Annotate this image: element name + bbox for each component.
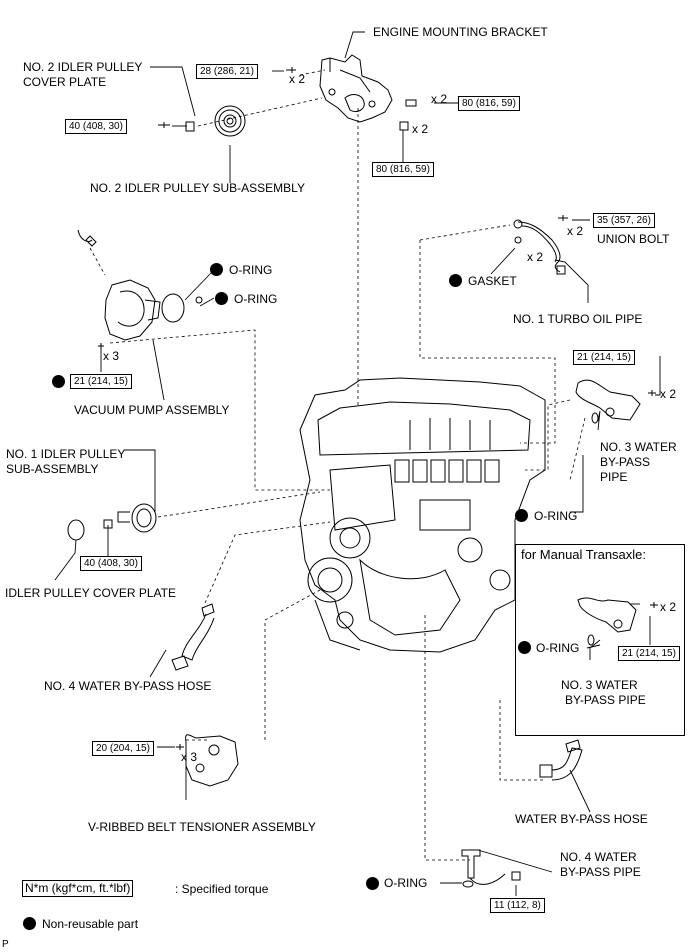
- mult-water-bypass-pipe-3: x 2: [660, 387, 677, 401]
- torque-water-bypass-pipe-3: 21 (214, 15): [573, 350, 635, 365]
- torque-idler-pulley-2: 40 (408, 30): [65, 119, 127, 134]
- mult-tensioner: x 3: [181, 750, 198, 764]
- non-reusable-icon: [52, 375, 65, 388]
- label-idler-pulley-sub-assembly-1-line1: NO. 1 IDLER PULLEY: [6, 447, 126, 461]
- label-engine-mounting-bracket: ENGINE MOUNTING BRACKET: [373, 25, 548, 39]
- non-reusable-icon: [210, 263, 223, 276]
- label-idler-pulley-sub-assembly-2: NO. 2 IDLER PULLEY SUB-ASSEMBLY: [90, 181, 305, 195]
- torque-union-bolt: 35 (357, 26): [593, 213, 655, 228]
- engine-mounting-bracket: [319, 54, 393, 123]
- corner-mark: P: [2, 939, 9, 950]
- water-bypass-pipe-4: [461, 849, 521, 888]
- leader-lines: [54, 31, 661, 896]
- label-idler-pulley-cover-plate-2-line1: NO. 2 IDLER PULLEY: [23, 60, 143, 74]
- turbo-oil-pipe: [513, 215, 568, 275]
- guide-lines: [89, 69, 586, 861]
- label-o-ring-3: O-RING: [534, 509, 578, 523]
- non-reusable-icon: [366, 877, 379, 890]
- mult-bracket-left: x 2: [289, 72, 306, 86]
- label-gasket: GASKET: [468, 274, 517, 288]
- label-mt-water-bypass-pipe-3-line1: NO. 3 WATER: [561, 678, 638, 692]
- torque-bracket-bottom: 80 (816, 59): [372, 162, 434, 177]
- label-o-ring-2: O-RING: [234, 292, 278, 306]
- label-idler-pulley-cover-plate-2-line2: COVER PLATE: [23, 75, 107, 89]
- legend-torque-box: N*m (kgf*cm, ft.*lbf): [22, 880, 134, 897]
- torque-bracket-left: 28 (286, 21): [196, 64, 258, 79]
- label-idler-pulley-sub-assembly-1-line2: SUB-ASSEMBLY: [6, 462, 99, 476]
- torque-tensioner: 20 (204, 15): [92, 741, 154, 756]
- label-union-bolt: UNION BOLT: [597, 232, 670, 246]
- non-reusable-icon: [515, 509, 528, 522]
- non-reusable-icon: [215, 292, 228, 305]
- water-bypass-hose-4: [171, 603, 215, 671]
- mt-water-bypass-pipe-3: [577, 597, 658, 646]
- legend-non-reusable-text: Non-reusable part: [42, 917, 139, 931]
- label-water-bypass-pipe-3-line1: NO. 3 WATER: [600, 440, 677, 454]
- water-bypass-hose: [539, 739, 583, 781]
- torque-idler-pulley-1: 40 (408, 30): [80, 556, 142, 571]
- torque-water-bypass-pipe-4: 11 (112, 8): [490, 898, 545, 913]
- torque-vacuum-pump: 21 (214, 15): [70, 374, 132, 389]
- torque-mt-water-bypass-pipe-3: 21 (214, 15): [618, 646, 680, 661]
- legend-torque-text: : Specified torque: [175, 882, 269, 896]
- idler-pulley-2: [158, 105, 246, 137]
- v-ribbed-belt-tensioner: [176, 734, 239, 787]
- label-vacuum-pump-assembly: VACUUM PUMP ASSEMBLY: [74, 403, 230, 417]
- label-water-bypass-pipe-3-line3: PIPE: [600, 470, 628, 484]
- mult-bracket-bottom: x 2: [412, 122, 429, 136]
- mult-gasket: x 2: [527, 250, 544, 264]
- label-o-ring-4: O-RING: [384, 876, 428, 890]
- label-water-bypass-pipe-3-line2: BY-PASS: [600, 455, 651, 469]
- label-idler-pulley-cover-plate: IDLER PULLEY COVER PLATE: [5, 586, 176, 600]
- engine-block: [299, 377, 546, 653]
- label-o-ring-mt: O-RING: [536, 641, 580, 655]
- water-bypass-pipe-3: [575, 379, 656, 424]
- label-water-bypass-hose-4: NO. 4 WATER BY-PASS HOSE: [44, 679, 212, 693]
- label-o-ring-1: O-RING: [229, 263, 273, 277]
- mult-vacuum-pump: x 3: [103, 349, 120, 363]
- mult-union-bolt: x 2: [567, 224, 584, 238]
- label-mt-water-bypass-pipe-3-line2: BY-PASS PIPE: [565, 693, 646, 707]
- mult-bracket-right: x 2: [431, 92, 448, 106]
- label-manual-transaxle-title: for Manual Transaxle:: [521, 547, 647, 562]
- bracket-bolts: [286, 67, 417, 131]
- label-v-ribbed-belt-tensioner: V-RIBBED BELT TENSIONER ASSEMBLY: [88, 820, 316, 834]
- idler-pulley-1: [67, 503, 157, 541]
- mult-mt-water-bypass-pipe-3: x 2: [660, 600, 677, 614]
- non-reusable-icon: [518, 641, 531, 654]
- label-turbo-oil-pipe: NO. 1 TURBO OIL PIPE: [513, 312, 643, 326]
- legend-non-reusable-icon: [23, 917, 36, 930]
- non-reusable-icon: [449, 274, 462, 287]
- torque-bracket-right: 80 (816, 59): [458, 96, 520, 111]
- vacuum-pump: [77, 229, 203, 349]
- label-water-bypass-pipe-4-line1: NO. 4 WATER: [560, 850, 637, 864]
- label-water-bypass-pipe-4-line2: BY-PASS PIPE: [560, 865, 641, 879]
- label-water-bypass-hose: WATER BY-PASS HOSE: [515, 812, 648, 826]
- manual-transaxle-frame: [515, 544, 685, 736]
